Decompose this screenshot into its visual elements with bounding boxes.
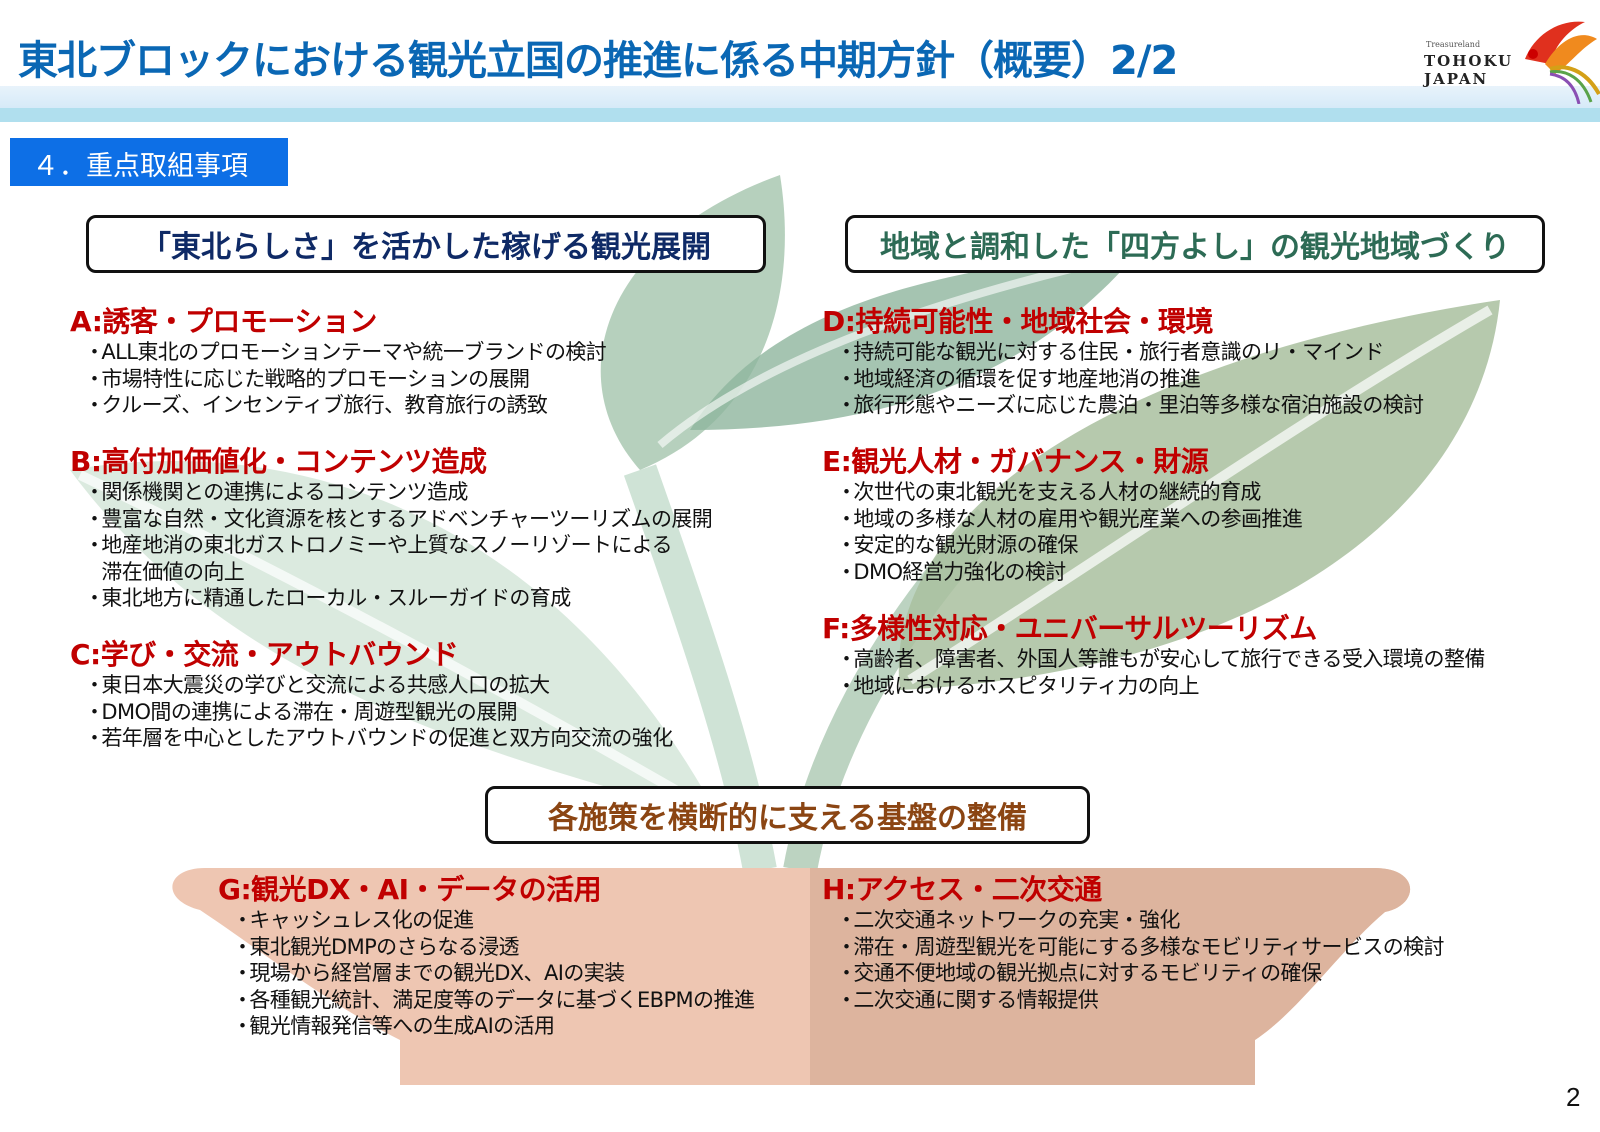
list-item: 旅行形態やニーズに応じた農泊・里泊等多様な宿泊施設の検討: [836, 392, 1424, 419]
list-item: 東日本大震災の学びと交流による共感人口の拡大: [84, 672, 673, 699]
pillar-left-title: 「東北らしさ」を活かした稼げる観光展開: [86, 215, 766, 273]
list-item: 東北地方に精通したローカル・スルーガイドの育成: [84, 585, 712, 612]
category-heading: A:誘客・プロモーション: [70, 305, 377, 338]
category-heading: G:観光DX・AI・データの活用: [218, 873, 602, 906]
page-title: 東北ブロックにおける観光立国の推進に係る中期方針（概要）2/2: [18, 38, 1178, 84]
list-item: 若年層を中心としたアウトバウンドの促進と双方向交流の強化: [84, 725, 673, 752]
list-item: 地産地消の東北ガストロノミーや上質なスノーリゾートによる: [84, 532, 712, 559]
category-heading: E:観光人材・ガバナンス・財源: [822, 445, 1209, 478]
header-band-accent: [0, 108, 1600, 122]
tohoku-japan-logo: Treasureland TOHOKU JAPAN: [1420, 14, 1600, 104]
list-item: 市場特性に応じた戦略的プロモーションの展開: [84, 366, 606, 393]
logo-line1: TOHOKU: [1424, 52, 1514, 70]
list-item: DMO経営力強化の検討: [836, 559, 1302, 586]
list-item: 二次交通に関する情報提供: [836, 987, 1444, 1014]
list-item: 豊富な自然・文化資源を核とするアドベンチャーツーリズムの展開: [84, 506, 712, 533]
list-item: 各種観光統計、満足度等のデータに基づくEBPMの推進: [232, 987, 754, 1014]
phoenix-logo-icon: [1525, 21, 1600, 104]
category-h: H:アクセス・二次交通 二次交通ネットワークの充実・強化 滞在・周遊型観光を可能…: [822, 873, 1445, 1014]
category-heading: H:アクセス・二次交通: [822, 873, 1102, 906]
section-label: ４．重点取組事項: [10, 138, 288, 186]
list-item: 地域の多様な人材の雇用や観光産業への参画推進: [836, 506, 1302, 533]
logo-tagline: Treasureland: [1426, 40, 1481, 49]
category-c: C:学び・交流・アウトバウンド 東日本大震災の学びと交流による共感人口の拡大 D…: [70, 638, 673, 752]
list-item: 次世代の東北観光を支える人材の継続的育成: [836, 479, 1302, 506]
list-item: クルーズ、インセンティブ旅行、教育旅行の誘致: [84, 392, 606, 419]
list-item: 東北観光DMPのさらなる浸透: [232, 934, 754, 961]
category-e: E:観光人材・ガバナンス・財源 次世代の東北観光を支える人材の継続的育成 地域の…: [822, 445, 1303, 586]
list-item: 滞在価値の向上: [101, 559, 245, 584]
list-item: 地域経済の循環を促す地産地消の推進: [836, 366, 1424, 393]
list-item: 持続可能な観光に対する住民・旅行者意識のリ・マインド: [836, 339, 1424, 366]
pillar-right-title: 地域と調和した「四方よし」の観光地域づくり: [845, 215, 1545, 273]
category-heading: C:学び・交流・アウトバウンド: [70, 638, 459, 671]
list-item: 高齢者、障害者、外国人等誰もが安心して旅行できる受入環境の整備: [836, 646, 1485, 673]
list-item: 現場から経営層までの観光DX、AIの実装: [232, 960, 754, 987]
category-b: B:高付加価値化・コンテンツ造成 関係機関との連携によるコンテンツ造成 豊富な自…: [70, 445, 713, 612]
list-item: 交通不便地域の観光拠点に対するモビリティの確保: [836, 960, 1444, 987]
category-d: D:持続可能性・地域社会・環境 持続可能な観光に対する住民・旅行者意識のリ・マイ…: [822, 305, 1424, 419]
pillar-bottom-title: 各施策を横断的に支える基盤の整備: [485, 786, 1090, 844]
list-item: 関係機関との連携によるコンテンツ造成: [84, 479, 712, 506]
category-heading: B:高付加価値化・コンテンツ造成: [70, 445, 487, 478]
list-item: 二次交通ネットワークの充実・強化: [836, 907, 1444, 934]
page-number: 2: [1566, 1082, 1581, 1112]
list-item: 安定的な観光財源の確保: [836, 532, 1302, 559]
category-f: F:多様性対応・ユニバーサルツーリズム 高齢者、障害者、外国人等誰もが安心して旅…: [822, 612, 1485, 699]
category-g: G:観光DX・AI・データの活用 キャッシュレス化の促進 東北観光DMPのさらな…: [218, 873, 755, 1040]
list-item: 滞在・周遊型観光を可能にする多様なモビリティサービスの検討: [836, 934, 1444, 961]
category-heading: D:持続可能性・地域社会・環境: [822, 305, 1213, 338]
category-a: A:誘客・プロモーション ALL東北のプロモーションテーマや統一ブランドの検討 …: [70, 305, 607, 419]
logo-line2: JAPAN: [1424, 70, 1489, 88]
list-item: キャッシュレス化の促進: [232, 907, 754, 934]
list-item: ALL東北のプロモーションテーマや統一ブランドの検討: [84, 339, 606, 366]
list-item: 観光情報発信等への生成AIの活用: [232, 1013, 754, 1040]
category-heading: F:多様性対応・ユニバーサルツーリズム: [822, 612, 1317, 645]
list-item: 地域におけるホスピタリティ力の向上: [836, 673, 1485, 700]
list-item: DMO間の連携による滞在・周遊型観光の展開: [84, 699, 673, 726]
header-band: [0, 86, 1600, 108]
